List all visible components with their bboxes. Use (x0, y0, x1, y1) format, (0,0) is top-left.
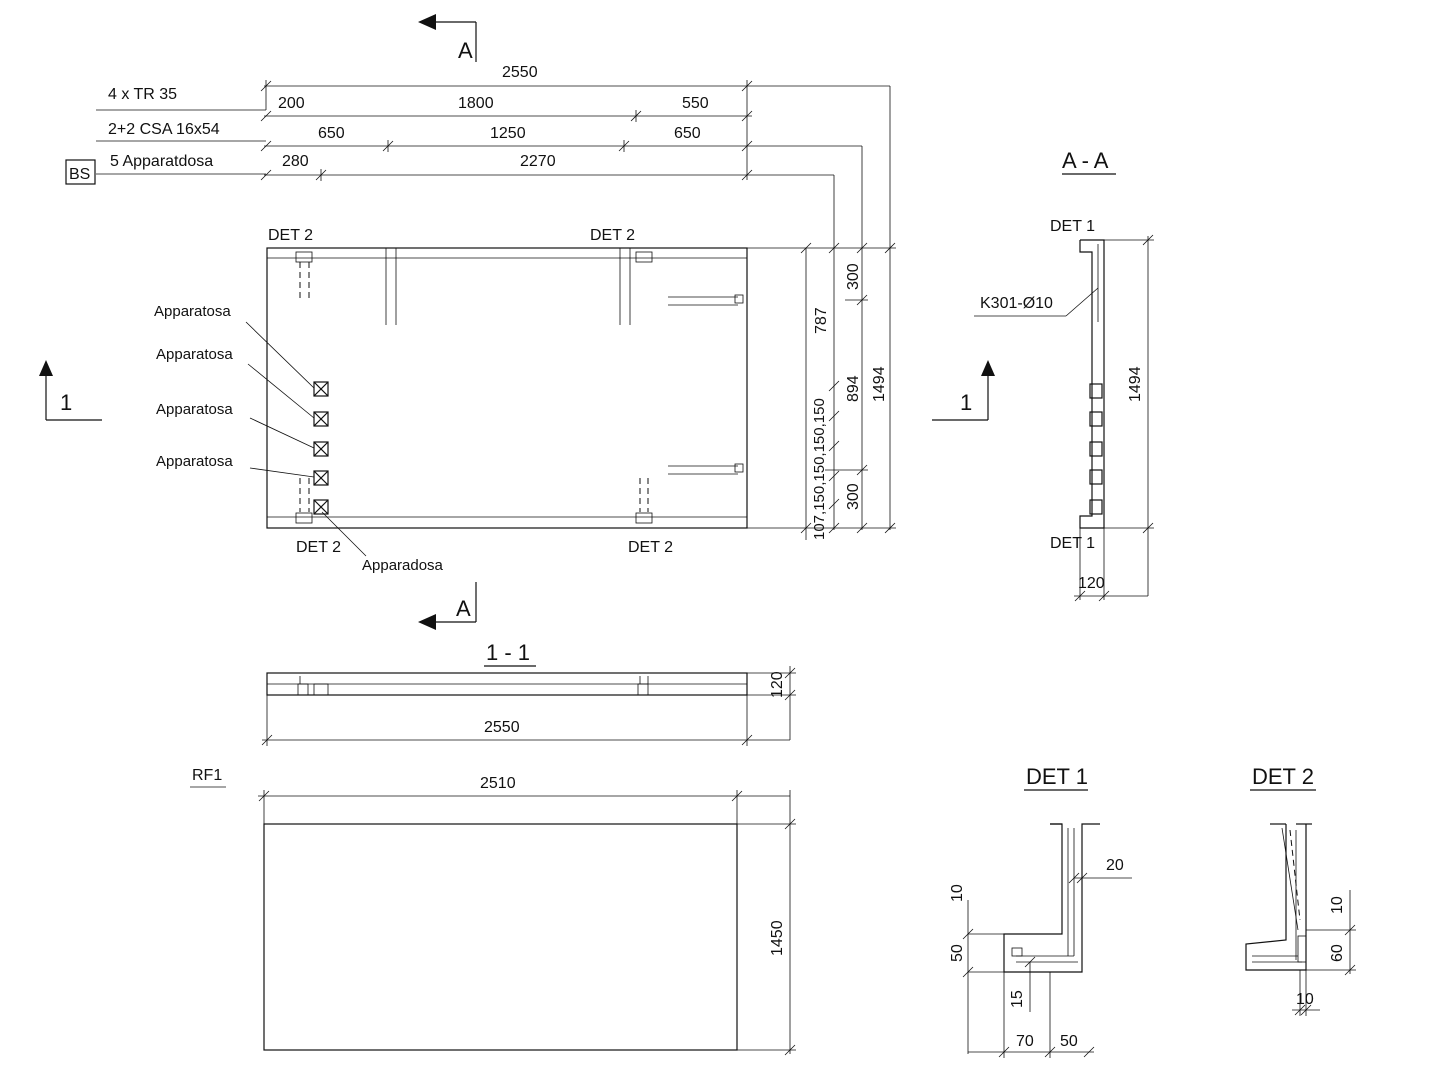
legend: 4 x TR 35 2+2 CSA 16x54 5 Apparatdosa BS (65, 86, 266, 185)
dim-row1-1800: 1800 (458, 95, 494, 112)
rf1-length-2510: 2510 (480, 775, 516, 792)
dim-right-chain: 107,150,150,150,150 (811, 398, 828, 540)
dim-overall-2550: 2550 (502, 64, 538, 81)
det2-dim-60: 60 (1329, 944, 1346, 962)
det2-dim-10: 10 (1329, 896, 1346, 914)
det2-top-right: DET 2 (590, 227, 635, 244)
dim-row2-650b: 650 (674, 125, 701, 142)
dim-right-300b: 300 (845, 483, 862, 510)
dim-right-1494: 1494 (871, 366, 888, 402)
section11-thickness-120: 120 (769, 671, 786, 698)
rf1-height-1450: 1450 (769, 920, 786, 956)
aa-section-view: A - A DET 1 DET 1 K301-Ø10 1494 120 (974, 148, 1154, 602)
det2-bottom-left: DET 2 (296, 539, 341, 556)
det1-dim-15: 15 (1009, 990, 1026, 1008)
dim-row1-550: 550 (682, 95, 709, 112)
aa-height-1494: 1494 (1127, 366, 1144, 402)
dim-row1-200: 200 (278, 95, 305, 112)
section-marker-1-left: 1 (39, 360, 102, 421)
section-1-1-view: 1 - 1 120 2550 (261, 640, 796, 746)
det2-view: DET 2 10 60 10 (1245, 764, 1356, 1016)
apparadosa-label: Apparadosa (362, 557, 444, 574)
det2-top-left: DET 2 (268, 227, 313, 244)
det1-title: DET 1 (1026, 764, 1088, 789)
apparatosa-label-4: Apparatosa (156, 453, 233, 470)
top-dimensions: 2550 200 1800 550 650 1250 650 280 2270 (260, 64, 891, 530)
det1-dim-20: 20 (1106, 857, 1124, 874)
det1-dim-70: 70 (1016, 1033, 1034, 1050)
dim-row3-280: 280 (282, 153, 309, 170)
dim-right-300a: 300 (845, 263, 862, 290)
rf1-label: RF1 (192, 767, 222, 784)
apparatosa-label-2: Apparatosa (156, 346, 233, 363)
section-mark-a-bottom: A (456, 596, 471, 621)
dim-row2-650a: 650 (318, 125, 345, 142)
apparatosa-label-3: Apparatosa (156, 401, 233, 418)
section11-length-2550: 2550 (484, 719, 520, 736)
section-mark-1-left: 1 (60, 390, 72, 415)
dim-right-787: 787 (813, 307, 830, 334)
aa-det1-bottom: DET 1 (1050, 535, 1095, 552)
rf1-view: RF1 2510 1450 (190, 767, 796, 1056)
section-marker-1-right: 1 (932, 360, 995, 421)
aa-title: A - A (1062, 148, 1109, 173)
legend-row3: 5 Apparatdosa (110, 153, 213, 170)
det2-bottom-right: DET 2 (628, 539, 673, 556)
right-dimensions: 300 787 894 1494 300 107,150,150,150,150 (747, 242, 896, 540)
section-marker-a-bottom: A (418, 582, 477, 630)
det1-dim-50b: 50 (1060, 1033, 1078, 1050)
dim-right-894: 894 (845, 375, 862, 402)
det1-dim-50: 50 (949, 944, 966, 962)
section-mark-1-right: 1 (960, 390, 972, 415)
dim-row2-1250: 1250 (490, 125, 526, 142)
elevation-view: DET 2 DET 2 DET 2 DET 2 Apparatosa Appar… (154, 227, 748, 574)
det2-title: DET 2 (1252, 764, 1314, 789)
section11-title: 1 - 1 (486, 640, 530, 665)
det1-view: DET 1 20 10 50 15 70 50 (949, 764, 1132, 1058)
aa-width-120: 120 (1078, 575, 1105, 592)
section-marker-a-top: A (418, 14, 477, 63)
apparatosa-label-1: Apparatosa (154, 303, 231, 320)
det2-dim-10b: 10 (1296, 991, 1314, 1008)
legend-bs: BS (69, 166, 90, 183)
legend-row1: 4 x TR 35 (108, 86, 177, 103)
aa-det1-top: DET 1 (1050, 218, 1095, 235)
dim-row3-2270: 2270 (520, 153, 556, 170)
legend-row2: 2+2 CSA 16x54 (108, 121, 220, 138)
aa-rebar-label: K301-Ø10 (980, 295, 1053, 312)
det1-dim-10: 10 (949, 884, 966, 902)
section-mark-a-top: A (458, 38, 473, 63)
